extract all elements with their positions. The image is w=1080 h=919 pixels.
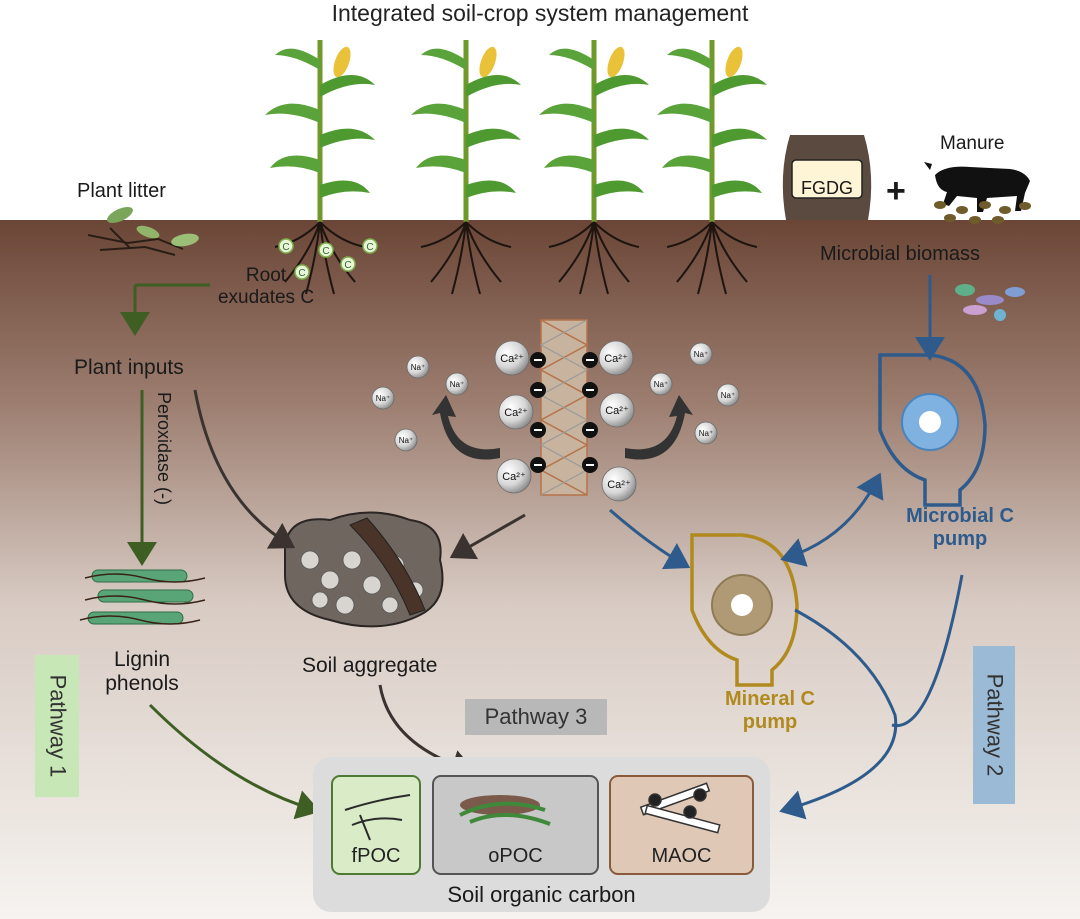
sodium-ion-label: Na⁺ (694, 350, 708, 359)
root-exudate-c-circles (278, 238, 378, 280)
corn-plants (265, 40, 767, 222)
mineral-pump-line1: Mineral C (724, 688, 816, 710)
sodium-ion: Na⁺ (394, 428, 418, 452)
root-exudates-line1: Root (245, 265, 287, 286)
pathway-1-tag: Pathway 1 (35, 655, 79, 797)
sodium-ion-label: Na⁺ (699, 429, 713, 438)
sodium-ion-label: Na⁺ (411, 363, 425, 372)
soil-aggregate-illustration (284, 511, 444, 628)
pathway-1-label: Pathway 1 (45, 674, 71, 778)
sodium-ion: Na⁺ (371, 386, 395, 410)
fgdg-bag-illustration (782, 135, 872, 220)
calcium-ion: Ca²⁺ (498, 394, 534, 430)
microbial-pump-shape (878, 353, 987, 507)
lignin-fibers-illustration (79, 569, 206, 625)
corn-plant-1 (265, 40, 375, 222)
ion-exchange-arrows (432, 395, 693, 460)
calcium-ion: Ca²⁺ (599, 392, 635, 428)
calcium-ion: Ca²⁺ (494, 340, 530, 376)
sodium-ion: Na⁺ (694, 421, 718, 445)
root-exudate-c-label: C (366, 242, 373, 253)
calcium-ion-label: Ca²⁺ (605, 405, 629, 417)
opoc-label: oPOC (488, 845, 543, 867)
lignin-line1: Lignin (113, 648, 171, 671)
calcium-ion: Ca²⁺ (598, 340, 634, 376)
fpoc-label: fPOC (351, 845, 401, 867)
lignin-line2: phenols (105, 672, 179, 696)
corn-plant-2 (411, 40, 521, 222)
root-exudate-c-label: C (344, 260, 351, 271)
mineral-pump-shape (690, 533, 799, 687)
fpoc-box (331, 775, 421, 875)
sodium-ion: Na⁺ (716, 383, 740, 407)
microbial-pump-line2: pump (932, 528, 988, 550)
microbial-biomass-label: Microbial biomass (820, 243, 981, 265)
sodium-ion: Na⁺ (689, 342, 713, 366)
mineral-pump-line2: pump (742, 711, 798, 733)
sodium-ion-label: Na⁺ (721, 391, 735, 400)
opoc-illustration (459, 795, 551, 826)
ions: Ca²⁺ Ca²⁺ Ca²⁺ Ca²⁺ Ca²⁺ Ca²⁺ Na⁺ Na⁺ Na⁺ Na⁺ Na⁺ N… (371, 340, 740, 502)
lignin-phenols-label: Lignin phenols (92, 648, 192, 696)
root-exudates-label: Root exudates C (206, 265, 326, 309)
sodium-ion-label: Na⁺ (376, 394, 390, 403)
calcium-ion-label: Ca²⁺ (504, 407, 528, 419)
cow-illustration (924, 162, 1030, 212)
calcium-ion-label: Ca²⁺ (607, 479, 631, 491)
diagram-title: Integrated soil-crop system management (331, 0, 749, 26)
soil-organic-carbon-label: Soil organic carbon (447, 882, 636, 907)
sodium-ion: Na⁺ (445, 372, 469, 396)
microbial-c-pump-label: Microbial C pump (880, 505, 1040, 551)
plant-inputs-label: Plant inputs (74, 356, 184, 379)
plant-litter-label: Plant litter (77, 180, 166, 202)
sodium-ion: Na⁺ (649, 372, 673, 396)
plus-sign: + (886, 172, 906, 210)
soil-aggregate-label: Soil aggregate (302, 654, 438, 677)
microbial-pump-line1: Microbial C (906, 505, 1014, 527)
sodium-ion-label: Na⁺ (654, 380, 668, 389)
root-exudate-c-label: C (322, 246, 329, 257)
mineral-gear (711, 574, 773, 636)
pathway-3-label: Pathway 3 (484, 704, 588, 729)
corn-plant-3 (539, 40, 649, 222)
calcium-ion: Ca²⁺ (601, 466, 637, 502)
maoc-label: MAOC (651, 845, 712, 867)
root-exudates-line2: exudates C (217, 286, 315, 308)
calcium-ion-label: Ca²⁺ (500, 353, 524, 365)
mineral-c-pump-label: Mineral C pump (690, 688, 850, 734)
clay-mineral-lattice (530, 319, 598, 496)
pathway-2-tag: Pathway 2 (973, 646, 1015, 804)
root-exudate-c-label: C (298, 268, 305, 279)
root-exudate-c-label: C (282, 242, 289, 253)
corn-plant-4 (657, 40, 767, 222)
manure-pellets (934, 201, 1031, 224)
calcium-ion-label: Ca²⁺ (502, 471, 526, 483)
pathway-2-label: Pathway 2 (982, 673, 1008, 777)
peroxidase-label: Peroxidase (-) (154, 392, 174, 506)
plant-litter-illustration (87, 206, 199, 256)
maoc-illustration (639, 782, 721, 834)
sodium-ion-label: Na⁺ (450, 380, 464, 389)
manure-label: Manure (940, 133, 1005, 154)
microbe-illustration (955, 284, 1025, 321)
sodium-ion-label: Na⁺ (399, 436, 413, 445)
calcium-ion-label: Ca²⁺ (604, 353, 628, 365)
microbial-gear (901, 393, 959, 451)
maoc-box (609, 775, 754, 875)
sodium-ion: Na⁺ (406, 355, 430, 379)
pathway-3-tag: Pathway 3 (465, 699, 607, 735)
arrows (120, 275, 964, 820)
fpoc-illustration (344, 794, 411, 841)
fgdg-label: FGDG (801, 178, 853, 198)
calcium-ion: Ca²⁺ (496, 458, 532, 494)
